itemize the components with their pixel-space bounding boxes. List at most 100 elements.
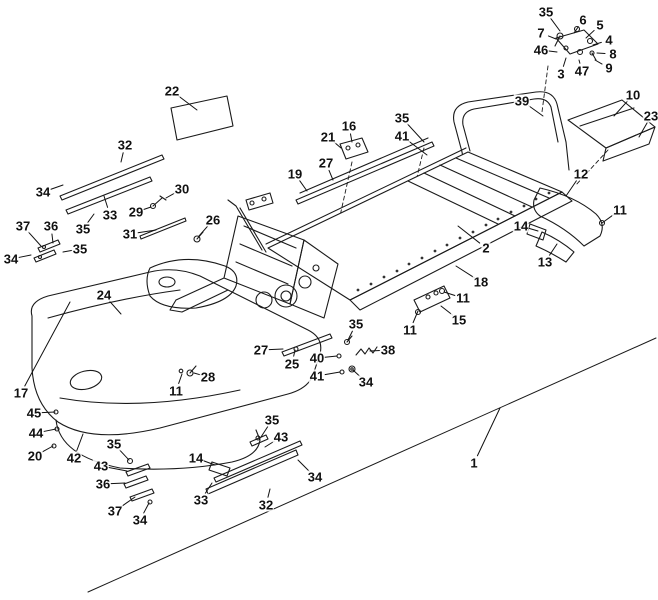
part-callout-36: 36	[42, 218, 60, 234]
leader-line	[87, 213, 95, 224]
leader-line	[178, 373, 183, 384]
leader-line	[565, 180, 577, 197]
part-callout-11: 11	[612, 202, 628, 218]
leader-line	[596, 52, 606, 55]
leader-line	[297, 459, 310, 472]
leader-line	[264, 440, 275, 448]
heat-shield-panel	[170, 95, 234, 141]
part-callout-26: 26	[204, 212, 222, 228]
chassis-boundary-line	[87, 337, 657, 593]
leader-line	[103, 195, 109, 208]
part-callout-18: 18	[472, 274, 490, 290]
part-callout-43: 43	[92, 458, 110, 474]
leader-line	[547, 35, 557, 40]
part-callout-11: 11	[168, 383, 184, 399]
part-callout-41: 41	[308, 368, 326, 384]
part-callout-1: 1	[469, 455, 479, 471]
tunnel-bracket	[339, 137, 369, 160]
part-callout-37: 37	[106, 503, 124, 519]
part-callout-39: 39	[513, 93, 531, 109]
part-callout-20: 20	[26, 448, 44, 464]
leader-line	[165, 192, 176, 199]
part-callout-35: 35	[347, 316, 365, 332]
leader-line	[412, 310, 419, 324]
leader-line	[143, 206, 152, 210]
part-callout-44: 44	[27, 425, 45, 441]
leader-line	[76, 433, 84, 452]
part-callout-38: 38	[379, 342, 397, 358]
part-callout-25: 25	[283, 356, 301, 372]
part-callout-30: 30	[173, 181, 191, 197]
leader-line	[550, 17, 561, 32]
part-callout-41: 41	[393, 128, 411, 144]
part-callout-32: 32	[116, 137, 134, 153]
leader-line	[457, 225, 481, 244]
leader-line	[352, 369, 361, 378]
part-callout-33: 33	[192, 492, 210, 508]
leader-line	[328, 169, 334, 181]
part-callout-45: 45	[25, 405, 43, 421]
part-callout-21: 21	[319, 129, 337, 145]
leader-line	[121, 496, 136, 507]
part-callout-36: 36	[94, 476, 112, 492]
part-callout-9: 9	[604, 60, 614, 76]
leader-line	[578, 59, 581, 64]
leader-line	[528, 227, 539, 232]
part-callout-2: 2	[481, 240, 491, 256]
part-callout-19: 19	[286, 166, 304, 182]
leader-line	[455, 265, 475, 279]
part-callout-8: 8	[608, 46, 618, 62]
part-callout-13: 13	[536, 254, 554, 270]
leader-line	[592, 41, 602, 46]
part-callout-47: 47	[573, 63, 591, 79]
part-callout-35: 35	[393, 110, 411, 126]
part-callout-27: 27	[317, 155, 335, 171]
leader-line	[268, 348, 284, 351]
part-callout-14: 14	[512, 218, 530, 234]
leader-line	[204, 482, 213, 494]
fuel-tank	[146, 258, 238, 309]
leader-line	[118, 449, 130, 461]
leader-line	[62, 249, 73, 253]
part-callout-31: 31	[121, 226, 139, 242]
part-callout-43: 43	[272, 429, 290, 445]
leader-line	[193, 372, 201, 376]
snow-flap	[567, 99, 656, 162]
leader-line	[324, 355, 338, 358]
leader-line	[267, 488, 271, 498]
leader-line	[120, 152, 124, 163]
rivet-row	[356, 191, 551, 292]
part-callout-34: 34	[357, 374, 375, 390]
leader-line	[406, 123, 425, 143]
part-callout-33: 33	[101, 207, 119, 223]
leader-line	[203, 460, 216, 466]
part-callout-28: 28	[199, 369, 217, 385]
leader-line	[41, 445, 54, 453]
leader-line	[299, 180, 308, 192]
leader-line	[43, 428, 57, 432]
upper-rail	[295, 137, 435, 205]
leader-line	[27, 231, 42, 247]
leader-line	[50, 184, 64, 190]
leader-line	[548, 243, 558, 256]
top-left-strips	[33, 154, 204, 263]
part-callout-35: 35	[263, 412, 281, 428]
leader-line	[548, 50, 558, 53]
leader-line	[573, 26, 579, 34]
leader-line	[585, 29, 595, 39]
leader-line	[108, 300, 122, 315]
part-callout-34: 34	[131, 512, 149, 528]
leader-line	[407, 140, 428, 156]
leader-line	[443, 291, 456, 297]
footrest-plate	[413, 285, 451, 316]
part-callout-34: 34	[34, 184, 52, 200]
leader-line	[18, 254, 32, 258]
leader-line	[594, 59, 603, 65]
leader-line	[293, 349, 296, 357]
part-callout-14: 14	[187, 450, 205, 466]
part-callout-32: 32	[257, 497, 275, 513]
part-callout-46: 46	[532, 42, 550, 58]
part-callout-42: 42	[65, 450, 83, 466]
